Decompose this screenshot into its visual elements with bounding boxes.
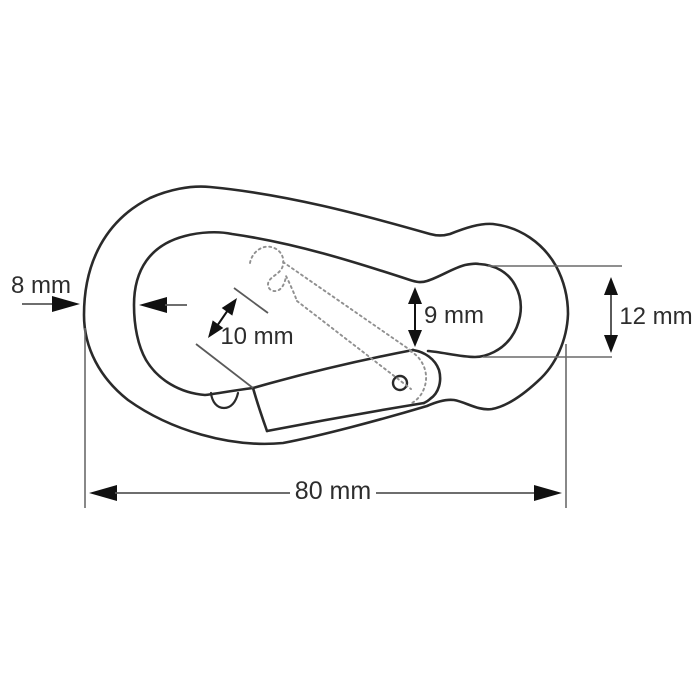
dim-thickness: 8 mm xyxy=(11,272,187,313)
dim-thickness-inner-arrowhead xyxy=(139,297,167,313)
gate-open-hook-tip xyxy=(249,245,298,302)
carabiner-body xyxy=(82,185,570,446)
gate-stop-bump xyxy=(209,391,240,410)
gate-closed xyxy=(251,348,442,433)
dim-gate-width-label: 10 mm xyxy=(220,323,293,350)
gate-bottom-edge xyxy=(265,401,426,433)
gate-top-edge xyxy=(251,348,415,390)
dim-overall-arrowhead-left xyxy=(89,485,117,501)
gate-open-hinge-cap xyxy=(409,350,427,404)
gate-open-dotted xyxy=(249,245,427,404)
dim-eye-inner-label: 9 mm xyxy=(424,302,484,329)
dim-eye-inner: 9 mm xyxy=(408,287,484,347)
gate-hinge-cap xyxy=(411,348,442,405)
dim-overall-arrowhead-right xyxy=(534,485,562,501)
gate-open-edge-lower xyxy=(296,300,412,390)
carabiner-outer-outline xyxy=(82,185,570,446)
dim-eye-inner-arrowhead-top xyxy=(408,287,422,304)
dim-thickness-outer-arrowhead xyxy=(52,296,80,312)
dim-eye-opening-label: 12 mm xyxy=(619,303,692,330)
dim-eye-inner-arrowhead-bottom xyxy=(408,330,422,347)
dim-gate-width-tick-lower xyxy=(195,343,254,389)
dim-thickness-label: 8 mm xyxy=(11,272,71,299)
dim-eye-opening-arrowhead-top xyxy=(604,277,618,295)
dim-eye-opening-arrowhead-bottom xyxy=(604,335,618,353)
dim-overall-label: 80 mm xyxy=(295,477,371,505)
dim-gate-width-arrowhead-upper xyxy=(221,298,237,316)
dim-gate-width: 10 mm xyxy=(195,287,294,389)
dim-gate-width-arrowhead-lower xyxy=(208,320,224,338)
gate-open-edge-upper xyxy=(282,261,414,353)
dim-gate-width-shaft xyxy=(216,309,229,327)
dim-eye-opening: 12 mm xyxy=(483,265,693,358)
dim-overall-length: 80 mm xyxy=(84,328,567,508)
gate-nose-edge xyxy=(251,386,269,433)
gate-rivet xyxy=(391,374,409,392)
dim-gate-width-tick-upper xyxy=(233,287,269,314)
carabiner-inner-outline xyxy=(132,230,523,397)
